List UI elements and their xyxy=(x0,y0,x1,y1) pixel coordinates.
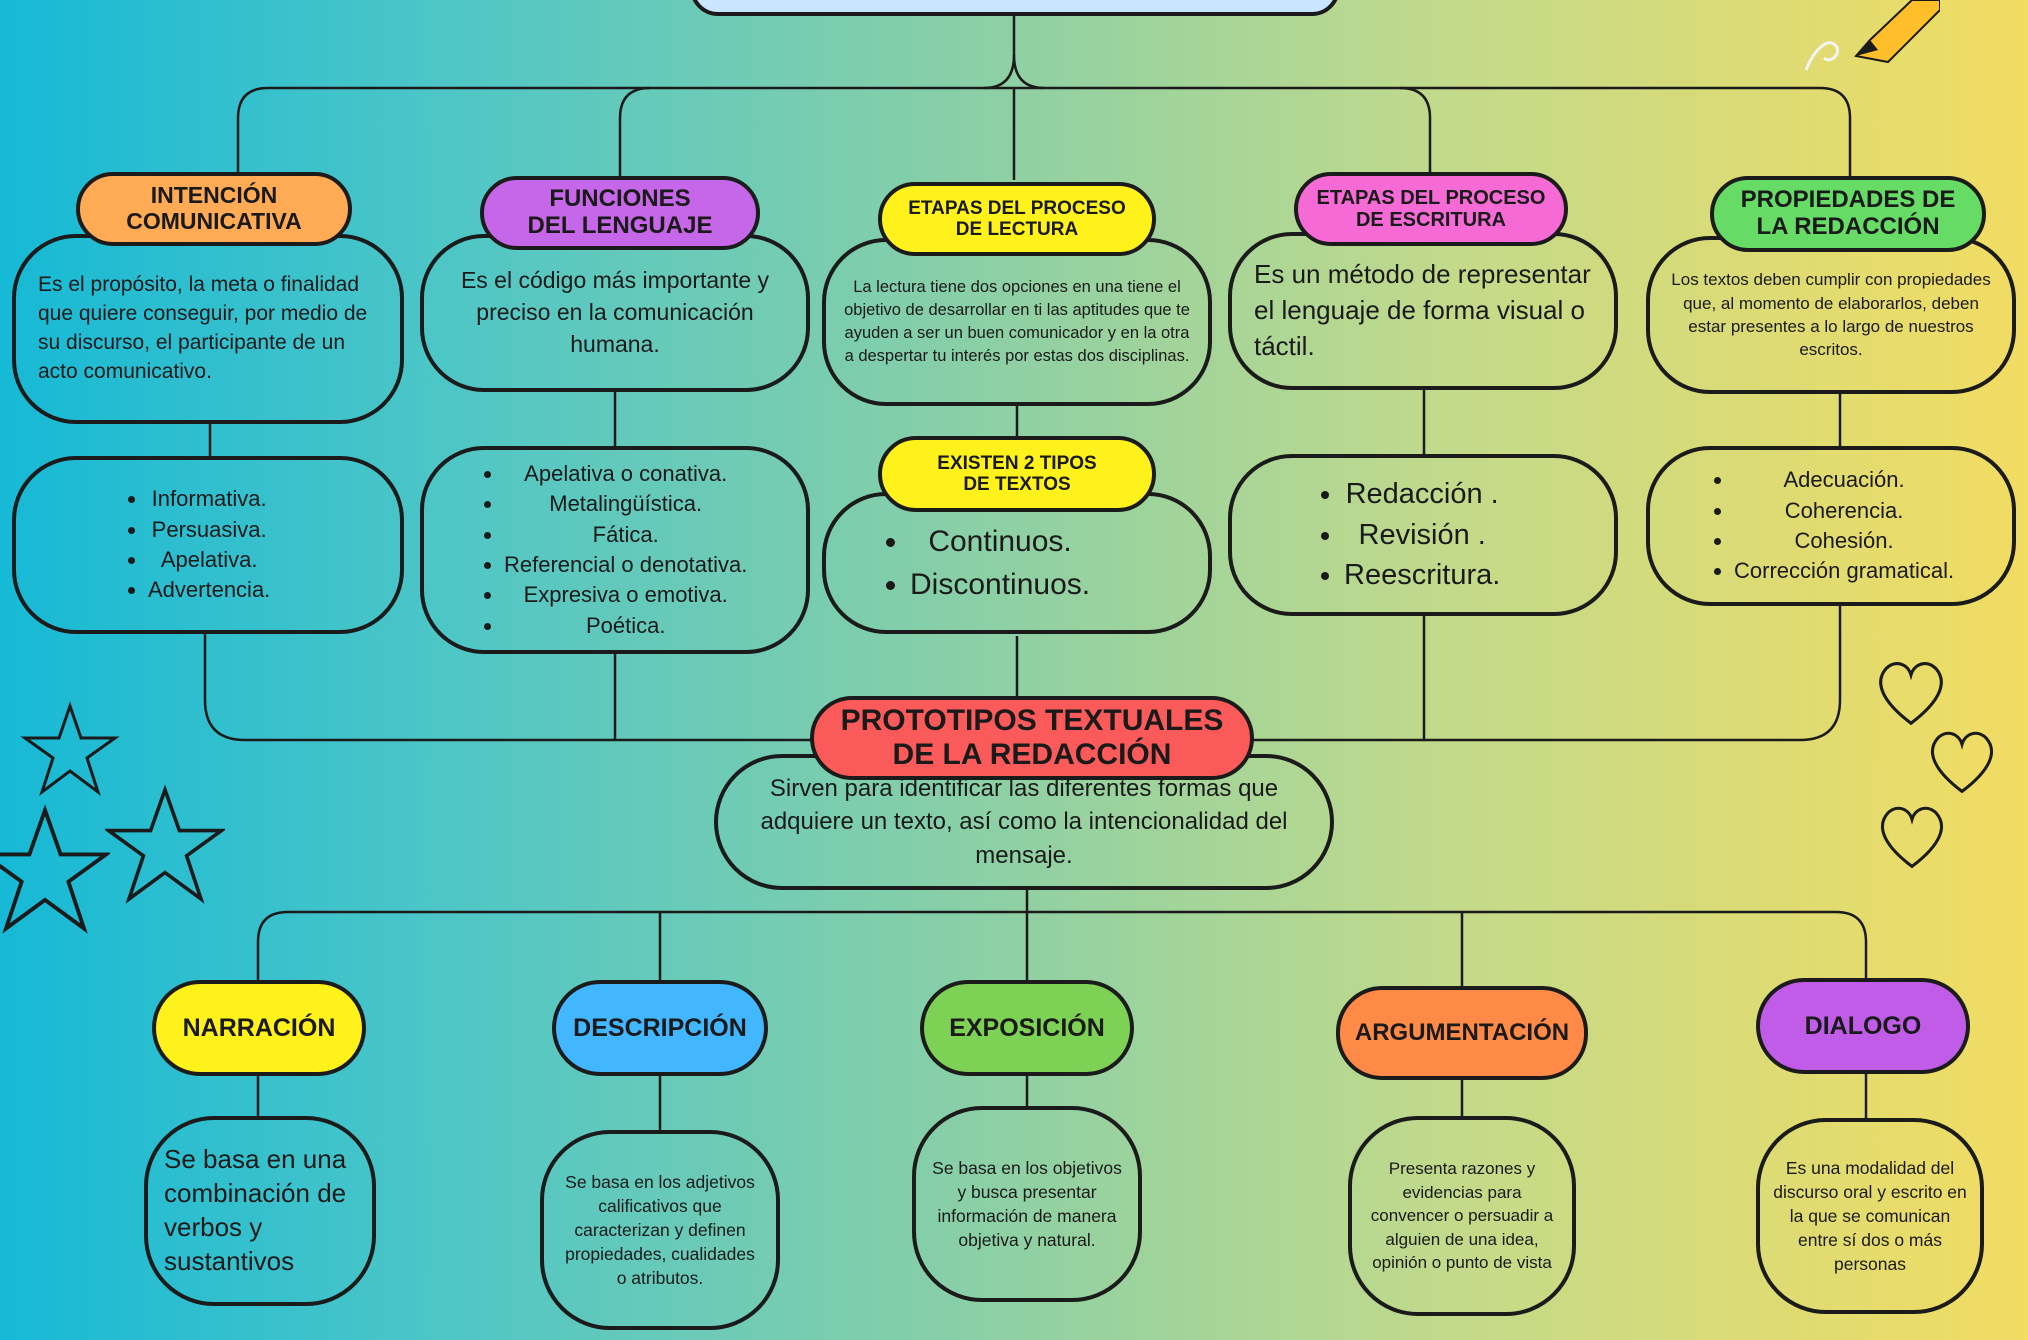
propiedades-title-pill: PROPIEDADES DE LA REDACCIÓN xyxy=(1710,176,1986,252)
intencion-items-box: Informativa. Persuasiva. Apelativa. Adve… xyxy=(12,456,404,634)
propiedades-items-list: Adecuación. Coherencia. Cohesión. Correc… xyxy=(1672,465,1954,586)
funciones-description-box: Es el código más importante y preciso en… xyxy=(420,234,810,392)
descripcion-description: Se basa en los adjetivos calificativos q… xyxy=(565,1171,755,1289)
intencion-description-box: Es el propósito, la meta o finalidad que… xyxy=(12,234,404,424)
argumentacion-description-box: Presenta razones y evidencias para conve… xyxy=(1348,1116,1576,1316)
funciones-items-list: Apelativa o conativa. Metalingüística. F… xyxy=(446,459,747,641)
list-item: Metalingüística. xyxy=(504,489,747,519)
funciones-items-box: Apelativa o conativa. Metalingüística. F… xyxy=(420,446,810,654)
list-item: Revisión . xyxy=(1344,515,1500,556)
lectura-description-box: La lectura tiene dos opciones en una tie… xyxy=(822,238,1212,406)
argumentacion-title-pill: ARGUMENTACIÓN xyxy=(1336,986,1588,1080)
dialogo-title-pill: DIALOGO xyxy=(1756,978,1970,1074)
list-item: Expresiva o emotiva. xyxy=(504,580,747,610)
narracion-description: Se basa en una combinación de verbos y s… xyxy=(164,1144,347,1276)
exposicion-title: EXPOSICIÓN xyxy=(949,1014,1105,1042)
funciones-title-pill: FUNCIONES DEL LENGUAJE xyxy=(480,176,760,250)
dialogo-description: Es una modalidad del discurso oral y esc… xyxy=(1773,1157,1967,1275)
pencil-icon xyxy=(1804,0,1940,71)
heart-icon xyxy=(1930,731,1994,794)
list-item: Discontinuos. xyxy=(910,563,1090,607)
escritura-items-box: Redacción . Revisión . Reescritura. xyxy=(1228,454,1618,616)
descripcion-title: DESCRIPCIÓN xyxy=(573,1014,747,1042)
lectura-description: La lectura tiene dos opciones en una tie… xyxy=(844,278,1190,365)
descripcion-title-pill: DESCRIPCIÓN xyxy=(552,980,768,1076)
intencion-items-list: Informativa. Persuasiva. Apelativa. Adve… xyxy=(38,484,270,605)
argumentacion-title: ARGUMENTACIÓN xyxy=(1354,1018,1570,1046)
funciones-description: Es el código más importante y preciso en… xyxy=(460,267,770,357)
star-icon xyxy=(20,701,120,797)
list-item: Informativa. xyxy=(148,484,270,514)
escritura-items-list: Redacción . Revisión . Reescritura. xyxy=(1254,474,1500,596)
list-item: Adecuación. xyxy=(1734,465,1954,495)
heart-icon xyxy=(1880,806,1944,869)
dialogo-title: DIALOGO xyxy=(1804,1012,1922,1040)
funciones-title: FUNCIONES DEL LENGUAJE xyxy=(527,185,713,239)
list-item: Apelativa o conativa. xyxy=(504,459,747,489)
list-item: Continuos. xyxy=(910,520,1090,564)
propiedades-title: PROPIEDADES DE LA REDACCIÓN xyxy=(1740,186,1956,240)
propiedades-description-box: Los textos deben cumplir con propiedades… xyxy=(1646,236,2016,394)
heart-icon xyxy=(1879,662,1943,726)
lectura-title: ETAPAS DEL PROCESO DE LECTURA xyxy=(908,197,1126,240)
exposicion-description: Se basa en los objetivos y busca present… xyxy=(932,1157,1122,1251)
main-title-box xyxy=(690,0,1340,16)
escritura-title: ETAPAS DEL PROCESO DE ESCRITURA xyxy=(1316,186,1546,231)
lectura-subtitle-pill: EXISTEN 2 TIPOS DE TEXTOS xyxy=(878,436,1156,512)
list-item: Poética. xyxy=(504,611,747,641)
escritura-title-pill: ETAPAS DEL PROCESO DE ESCRITURA xyxy=(1294,172,1568,246)
escritura-description: Es un método de representar el lenguaje … xyxy=(1254,259,1591,361)
list-item: Advertencia. xyxy=(148,575,270,605)
intencion-description: Es el propósito, la meta o finalidad que… xyxy=(38,273,368,383)
lectura-subtitle: EXISTEN 2 TIPOS DE TEXTOS xyxy=(937,452,1097,495)
propiedades-description: Los textos deben cumplir con propiedades… xyxy=(1671,270,1991,360)
exposicion-description-box: Se basa en los objetivos y busca present… xyxy=(912,1106,1142,1302)
intencion-title: INTENCIÓN COMUNICATIVA xyxy=(126,182,302,234)
list-item: Corrección gramatical. xyxy=(1734,556,1954,586)
escritura-description-box: Es un método de representar el lenguaje … xyxy=(1228,232,1618,390)
argumentacion-description: Presenta razones y evidencias para conve… xyxy=(1370,1159,1554,1273)
star-icon xyxy=(0,804,110,934)
narracion-title-pill: NARRACIÓN xyxy=(152,980,366,1076)
list-item: Fática. xyxy=(504,520,747,550)
central-title-pill: PROTOTIPOS TEXTUALES DE LA REDACCIÓN xyxy=(810,696,1254,780)
list-item: Reescritura. xyxy=(1344,555,1500,596)
intencion-title-pill: INTENCIÓN COMUNICATIVA xyxy=(76,172,352,246)
central-title: PROTOTIPOS TEXTUALES DE LA REDACCIÓN xyxy=(840,704,1224,771)
list-item: Apelativa. xyxy=(148,545,270,575)
narracion-description-box: Se basa en una combinación de verbos y s… xyxy=(144,1116,376,1306)
propiedades-items-box: Adecuación. Coherencia. Cohesión. Correc… xyxy=(1646,446,2016,606)
central-description: Sirven para identificar las diferentes f… xyxy=(760,775,1288,869)
lectura-items-box: Continuos. Discontinuos. xyxy=(822,492,1212,634)
lectura-title-pill: ETAPAS DEL PROCESO DE LECTURA xyxy=(878,182,1156,256)
list-item: Persuasiva. xyxy=(148,515,270,545)
exposicion-title-pill: EXPOSICIÓN xyxy=(920,980,1134,1076)
lectura-items-list: Continuos. Discontinuos. xyxy=(848,520,1090,607)
list-item: Coherencia. xyxy=(1734,496,1954,526)
list-item: Referencial o denotativa. xyxy=(504,550,747,580)
narracion-title: NARRACIÓN xyxy=(182,1014,336,1042)
descripcion-description-box: Se basa en los adjetivos calificativos q… xyxy=(540,1130,780,1330)
list-item: Cohesión. xyxy=(1734,526,1954,556)
list-item: Redacción . xyxy=(1344,474,1500,515)
star-icon xyxy=(105,784,225,904)
dialogo-description-box: Es una modalidad del discurso oral y esc… xyxy=(1756,1118,1984,1314)
